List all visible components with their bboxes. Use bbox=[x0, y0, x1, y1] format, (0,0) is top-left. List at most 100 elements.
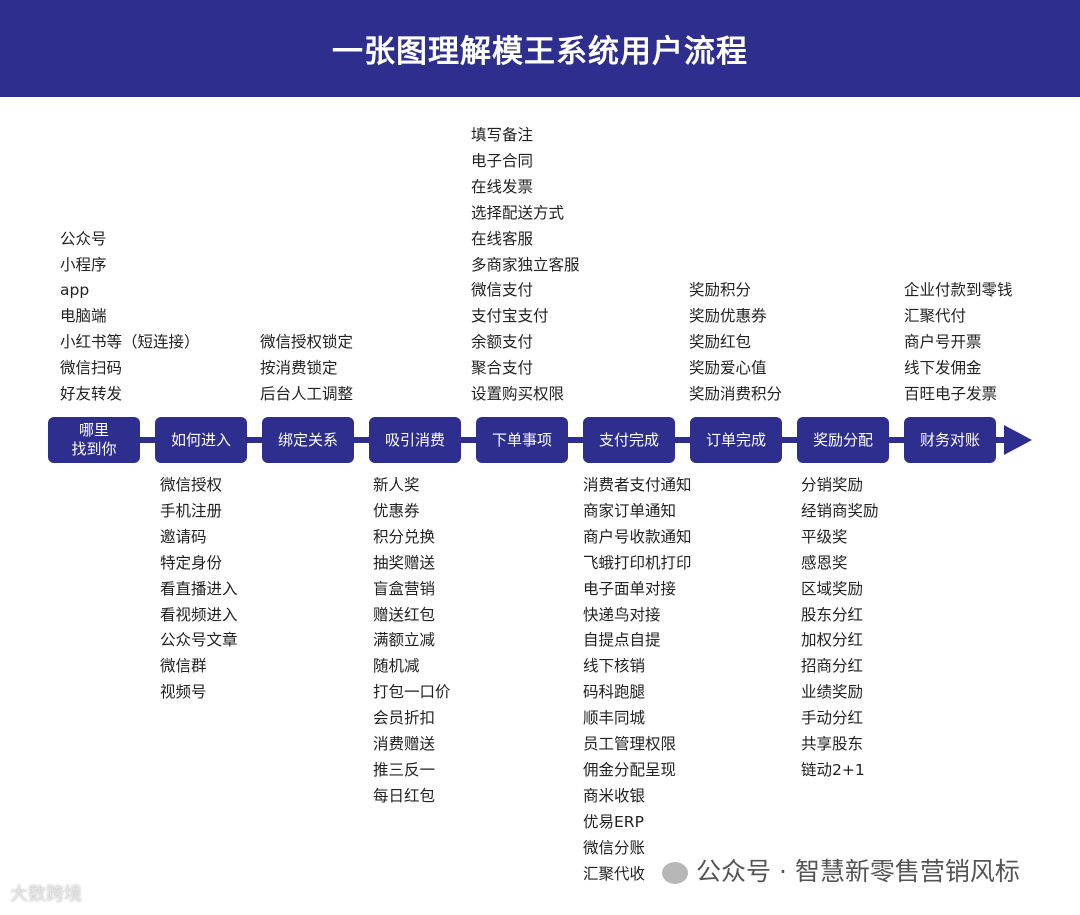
list-item: 邀请码 bbox=[160, 527, 207, 546]
arrow-head-icon bbox=[1004, 425, 1032, 455]
list-item: 每日红包 bbox=[373, 786, 436, 805]
list-item: 会员折扣 bbox=[373, 709, 436, 728]
list-item: 汇聚代收 bbox=[583, 864, 646, 883]
list-item: 招商分红 bbox=[801, 657, 864, 676]
list-item: 填写备注 bbox=[471, 126, 534, 145]
step-box: 下单事项 bbox=[476, 417, 568, 463]
step-box: 绑定关系 bbox=[262, 417, 354, 463]
list-item: 设置购买权限 bbox=[471, 385, 565, 404]
list-item: 看直播进入 bbox=[160, 579, 238, 598]
list-item: 奖励积分 bbox=[689, 281, 752, 300]
header-banner: 一张图理解模王系统用户流程 bbox=[0, 0, 1080, 97]
step-items-list: 企业付款到零钱汇聚代付商户号开票线下发佣金百旺电子发票 bbox=[904, 278, 1013, 408]
list-item: 股东分红 bbox=[801, 605, 864, 624]
step-items-list: 微信授权手机注册邀请码特定身份看直播进入看视频进入公众号文章微信群视频号 bbox=[160, 473, 238, 706]
list-item: 奖励消费积分 bbox=[689, 385, 783, 404]
list-item: 百旺电子发票 bbox=[904, 385, 998, 404]
list-item: 加权分红 bbox=[801, 631, 864, 650]
step-box: 如何进入 bbox=[155, 417, 247, 463]
list-item: 满额立减 bbox=[373, 631, 436, 650]
list-item: 小红书等（短连接） bbox=[60, 333, 200, 352]
list-item: 打包一口价 bbox=[373, 683, 451, 702]
list-item: 链动2+1 bbox=[801, 760, 865, 779]
list-item: 新人奖 bbox=[373, 476, 420, 494]
list-item: 积分兑换 bbox=[373, 527, 436, 546]
list-item: 经销商奖励 bbox=[801, 501, 879, 520]
list-item: 顺丰同城 bbox=[583, 709, 646, 728]
list-item: 员工管理权限 bbox=[583, 735, 677, 754]
list-item: 手机注册 bbox=[160, 501, 223, 520]
list-item: 消费赠送 bbox=[373, 735, 436, 754]
list-item: app bbox=[60, 281, 90, 300]
list-item: 飞蛾打印机打印 bbox=[583, 553, 692, 572]
list-item: 共享股东 bbox=[801, 735, 864, 754]
list-item: 优惠券 bbox=[373, 501, 420, 520]
step-items-list: 新人奖优惠券积分兑换抽奖赠送盲盒营销赠送红包满额立减随机减打包一口价会员折扣消费… bbox=[373, 473, 451, 810]
watermark-text: 公众号 · 智慧新零售营销风标 bbox=[696, 857, 1020, 886]
list-item: 余额支付 bbox=[471, 333, 534, 352]
list-item: 推三反一 bbox=[373, 760, 436, 779]
list-item: 手动分红 bbox=[801, 709, 864, 728]
page-title: 一张图理解模王系统用户流程 bbox=[332, 34, 748, 70]
list-item: 微信分账 bbox=[583, 838, 646, 857]
step-box: 支付完成 bbox=[583, 417, 675, 463]
list-item: 商米收银 bbox=[583, 786, 646, 805]
step-items-list: 奖励积分奖励优惠券奖励红包奖励爱心值奖励消费积分 bbox=[689, 278, 782, 408]
list-item: 奖励爱心值 bbox=[689, 359, 767, 378]
step-box: 财务对账 bbox=[904, 417, 996, 463]
step-items-list: 填写备注电子合同在线发票选择配送方式在线客服多商家独立客服微信支付支付宝支付余额… bbox=[471, 123, 580, 408]
step-items-list: 消费者支付通知商家订单通知商户号收款通知飞蛾打印机打印电子面单对接快递鸟对接自提… bbox=[583, 473, 692, 888]
list-item: 商家订单通知 bbox=[583, 501, 677, 520]
list-item: 电子合同 bbox=[471, 151, 534, 170]
step-box: 哪里 找到你 bbox=[48, 417, 140, 463]
step-box: 奖励分配 bbox=[797, 417, 889, 463]
list-item: 特定身份 bbox=[160, 553, 223, 572]
list-item: 公众号 bbox=[60, 229, 107, 248]
list-item: 小程序 bbox=[60, 255, 107, 274]
list-item: 码科跑腿 bbox=[583, 683, 646, 702]
list-item: 在线发票 bbox=[471, 177, 534, 196]
wechat-icon bbox=[662, 862, 688, 884]
list-item: 看视频进入 bbox=[160, 605, 238, 624]
list-item: 快递鸟对接 bbox=[583, 605, 661, 624]
list-item: 微信扫码 bbox=[60, 359, 123, 378]
list-item: 区域奖励 bbox=[801, 579, 864, 598]
list-item: 视频号 bbox=[160, 683, 207, 702]
list-item: 后台人工调整 bbox=[260, 385, 354, 404]
list-item: 商户号开票 bbox=[904, 333, 982, 352]
list-item: 感恩奖 bbox=[801, 553, 848, 572]
list-item: 盲盒营销 bbox=[373, 579, 436, 598]
list-item: 电子面单对接 bbox=[583, 579, 677, 598]
list-item: 抽奖赠送 bbox=[373, 553, 436, 572]
step-box: 订单完成 bbox=[690, 417, 782, 463]
step-items-list: 公众号小程序 app 电脑端小红书等（短连接） 微信扫码好友转发 bbox=[60, 227, 200, 408]
list-item: 线下发佣金 bbox=[904, 359, 982, 378]
list-item: 在线客服 bbox=[471, 229, 534, 248]
list-item: 线下核销 bbox=[583, 657, 646, 676]
list-item: 分销奖励 bbox=[801, 476, 864, 494]
list-item: 公众号文章 bbox=[160, 631, 238, 650]
list-item: 微信授权锁定 bbox=[260, 333, 354, 352]
list-item: 微信授权 bbox=[160, 476, 223, 494]
list-item: 微信群 bbox=[160, 657, 207, 676]
list-item: 优易ERP bbox=[583, 812, 644, 831]
list-item: 微信支付 bbox=[471, 281, 534, 300]
list-item: 消费者支付通知 bbox=[583, 476, 692, 494]
list-item: 按消费锁定 bbox=[260, 359, 338, 378]
list-item: 平级奖 bbox=[801, 527, 848, 546]
logo: 大数跨境 bbox=[10, 884, 82, 905]
list-item: 选择配送方式 bbox=[471, 203, 565, 222]
list-item: 随机减 bbox=[373, 657, 420, 676]
step-box: 吸引消费 bbox=[369, 417, 461, 463]
list-item: 赠送红包 bbox=[373, 605, 436, 624]
step-items-list: 分销奖励经销商奖励平级奖感恩奖区域奖励股东分红加权分红招商分红业绩奖励手动分红共… bbox=[801, 473, 879, 784]
list-item: 商户号收款通知 bbox=[583, 527, 692, 546]
list-item: 多商家独立客服 bbox=[471, 255, 580, 274]
list-item: 业绩奖励 bbox=[801, 683, 864, 702]
list-item: 好友转发 bbox=[60, 385, 123, 404]
list-item: 自提点自提 bbox=[583, 631, 661, 650]
list-item: 电脑端 bbox=[60, 307, 107, 326]
list-item: 汇聚代付 bbox=[904, 307, 967, 326]
step-items-list: 微信授权锁定按消费锁定后台人工调整 bbox=[260, 330, 353, 408]
list-item: 支付宝支付 bbox=[471, 307, 549, 326]
